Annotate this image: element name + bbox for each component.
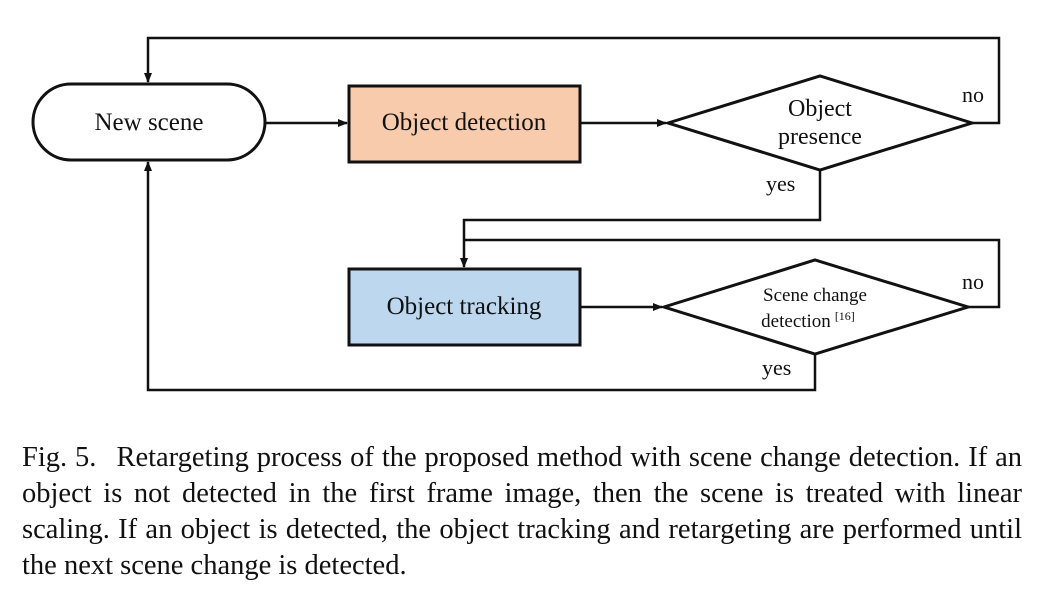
object-presence-label-line1: Object <box>788 96 852 122</box>
scene-change-diamond <box>658 258 974 356</box>
label-yes-top: yes <box>766 171 795 196</box>
edge-scene-change-yes-to-new-scene <box>144 161 817 392</box>
edge-presence-no-loop <box>144 36 1001 125</box>
edge-scene-change-no-loop <box>464 238 1001 309</box>
scene-change-label-line2: detection[16] <box>761 309 855 332</box>
object-tracking-label: Object tracking <box>387 293 542 320</box>
object-presence-diamond <box>662 74 978 172</box>
object-tracking-box <box>347 267 582 347</box>
object-detection-box <box>347 84 582 164</box>
edge-presence-yes-to-tracking <box>460 170 822 268</box>
figure-caption: Fig. 5.Retargeting process of the propos… <box>22 440 1022 584</box>
label-no-bottom: no <box>962 269 984 294</box>
object-presence-label-line2: presence <box>778 124 862 150</box>
scene-change-label-line1: Scene change <box>763 285 867 306</box>
label-no-top: no <box>962 82 984 107</box>
new-scene-label: New scene <box>95 109 204 136</box>
label-yes-bottom: yes <box>762 355 791 380</box>
caption-text: Retargeting process of the proposed meth… <box>22 442 1022 581</box>
retargeting-flowchart: New scene Object detection Object presen… <box>31 36 1001 392</box>
object-detection-label: Object detection <box>382 109 547 136</box>
figure-label: Fig. 5. <box>22 442 97 473</box>
